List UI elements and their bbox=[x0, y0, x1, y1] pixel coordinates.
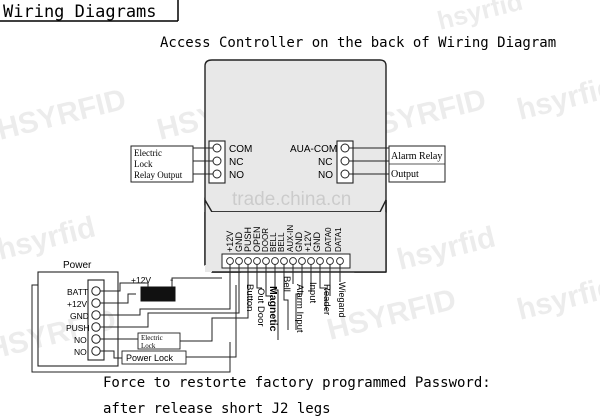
device-label-input: Input bbox=[307, 282, 318, 303]
pin-label: GND bbox=[234, 232, 244, 253]
power-terminal-label: PUSH bbox=[66, 323, 90, 333]
power-terminal-label: GND bbox=[70, 311, 89, 321]
footer-note-line-1: Force to restorte factory programmed Pas… bbox=[103, 375, 491, 391]
pin-label: GND bbox=[294, 232, 304, 253]
power-lock-label: Power Lock bbox=[126, 353, 174, 363]
pin-label: DATA0 bbox=[324, 227, 333, 252]
left-relay-nc-label: NC bbox=[229, 157, 243, 168]
battery-plus-label: +12V bbox=[131, 275, 151, 285]
wire bbox=[180, 264, 249, 342]
wire bbox=[100, 350, 122, 359]
lock-box-label-1: Electric bbox=[134, 148, 162, 158]
pin-label: DATA1 bbox=[334, 227, 343, 252]
pin-label: PUSH bbox=[243, 227, 253, 252]
wire bbox=[100, 293, 136, 304]
alarm-box-label-2: Output bbox=[391, 169, 419, 180]
bottom-terminal-block bbox=[221, 253, 351, 269]
electric-lock-label-1: Electric bbox=[141, 334, 163, 342]
watermark-text: hsyrfid bbox=[434, 0, 525, 36]
pin-label: BELL bbox=[269, 232, 278, 252]
device-label-bell: Bell bbox=[281, 276, 292, 292]
right-relay-terminal bbox=[336, 140, 354, 184]
watermark-text: hsyrfid bbox=[514, 71, 600, 127]
device-label-magnetic: Magnetic bbox=[267, 286, 279, 332]
watermark-text: hsyrfid bbox=[514, 271, 600, 327]
power-supply-box bbox=[37, 271, 119, 367]
lock-box-label-3: Relay Output bbox=[134, 170, 183, 180]
right-relay-nc-label: NC bbox=[318, 157, 332, 168]
watermark-text: hsyrfid bbox=[0, 211, 99, 267]
right-relay-com-label: AUA-COM bbox=[290, 144, 337, 155]
lock-box-label-2: Lock bbox=[134, 159, 153, 169]
pin-label: +12V bbox=[225, 231, 235, 252]
alarm-box-label-1: Alarm Relay bbox=[391, 151, 442, 162]
left-relay-no-label: NO bbox=[229, 170, 244, 181]
pin-label: +12V bbox=[303, 231, 313, 252]
power-title: Power bbox=[63, 260, 92, 271]
right-relay-no-label: NO bbox=[318, 170, 333, 181]
watermark-text: hsyrfid bbox=[394, 221, 499, 277]
device-label-wiegand: Wiegand bbox=[337, 282, 347, 318]
watermark-text: HSYRFID bbox=[0, 83, 129, 147]
device-label-button: Button bbox=[244, 284, 255, 311]
pin-label: GND bbox=[312, 232, 322, 253]
pin-label: AUX-IN bbox=[286, 225, 295, 252]
power-terminal-label: NO bbox=[74, 335, 87, 345]
left-relay-terminal bbox=[208, 140, 226, 184]
power-terminal-label: BATT bbox=[67, 287, 88, 297]
page-title: Wiring Diagrams bbox=[3, 2, 157, 22]
wire bbox=[100, 282, 149, 292]
device-label-out-door: Out Door bbox=[255, 288, 266, 327]
diagram-subtitle: Access Controller on the back of Wiring … bbox=[160, 35, 556, 51]
wire bbox=[171, 277, 222, 287]
power-terminal-block bbox=[87, 279, 105, 361]
pin-label: OPEN bbox=[252, 226, 262, 252]
device-label-reader: Reader bbox=[321, 284, 332, 315]
electric-lock-relay-box bbox=[130, 145, 194, 183]
wire bbox=[100, 264, 240, 328]
power-terminal-label: +12V bbox=[67, 299, 87, 309]
controller-pin-labels: +12V GND PUSH OPEN DOOR BELL BELL AUX-IN… bbox=[225, 225, 343, 252]
wire bbox=[186, 285, 237, 358]
wire bbox=[100, 264, 231, 316]
device-wires bbox=[256, 264, 341, 340]
wire bbox=[31, 284, 231, 373]
watermark-text: trade.china.cn bbox=[232, 189, 351, 210]
battery-icon bbox=[140, 286, 176, 302]
power-terminal-label: NO bbox=[74, 347, 87, 357]
footer-note-line-2: after release short J2 legs bbox=[103, 401, 331, 417]
pin-label: DOOR bbox=[261, 228, 270, 252]
device-label-alarm-input: Alarm Input bbox=[294, 284, 305, 333]
pin-label: BELL bbox=[277, 232, 286, 252]
left-relay-com-label: COM bbox=[229, 144, 252, 155]
electric-lock-label-2: Lock bbox=[141, 342, 156, 350]
